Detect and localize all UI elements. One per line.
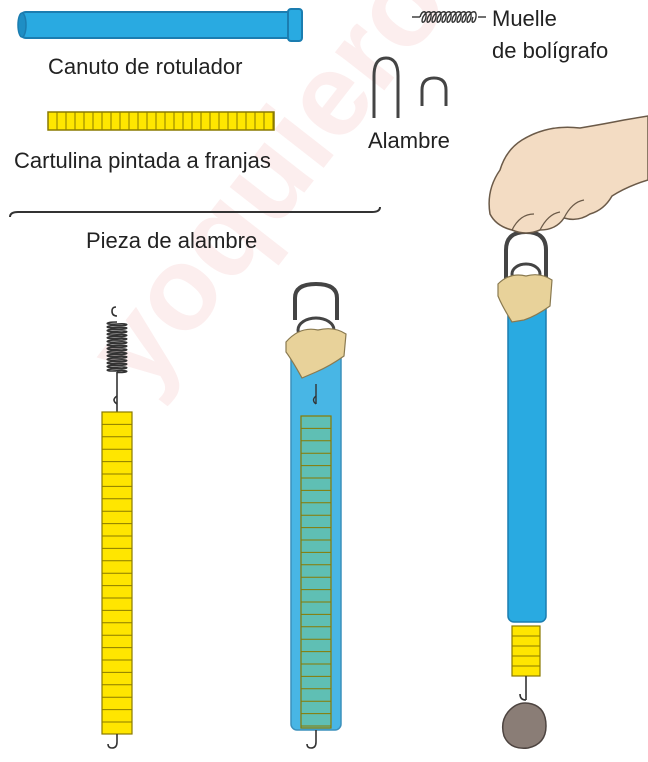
label-muelle-line2: de bolígrafo (492, 38, 609, 63)
wire-u-icon (372, 56, 448, 118)
spring-icon (412, 11, 486, 23)
tape (285, 328, 347, 379)
striped-cardboard (511, 625, 541, 677)
label-pieza: Pieza de alambre (86, 228, 258, 253)
label-cartulina: Cartulina pintada a franjas (14, 148, 271, 173)
hand-icon (488, 115, 648, 234)
hook-icon (306, 730, 317, 749)
hook-icon (107, 734, 118, 749)
striped-cardboard (101, 411, 133, 735)
wire-piece (9, 206, 381, 218)
assembly-3 (488, 115, 648, 749)
marker-tube (17, 8, 303, 42)
striped-cardboard (300, 415, 332, 729)
assembly-1 (101, 306, 133, 749)
stone-icon (501, 702, 547, 749)
label-alambre: Alambre (368, 128, 450, 153)
spring-icon (106, 306, 128, 374)
striped-cardboard (47, 111, 275, 131)
assembly-2 (285, 281, 347, 749)
label-canuto: Canuto de rotulador (48, 54, 243, 79)
label-muelle-line1: Muelle (492, 6, 557, 31)
tape (497, 274, 553, 323)
